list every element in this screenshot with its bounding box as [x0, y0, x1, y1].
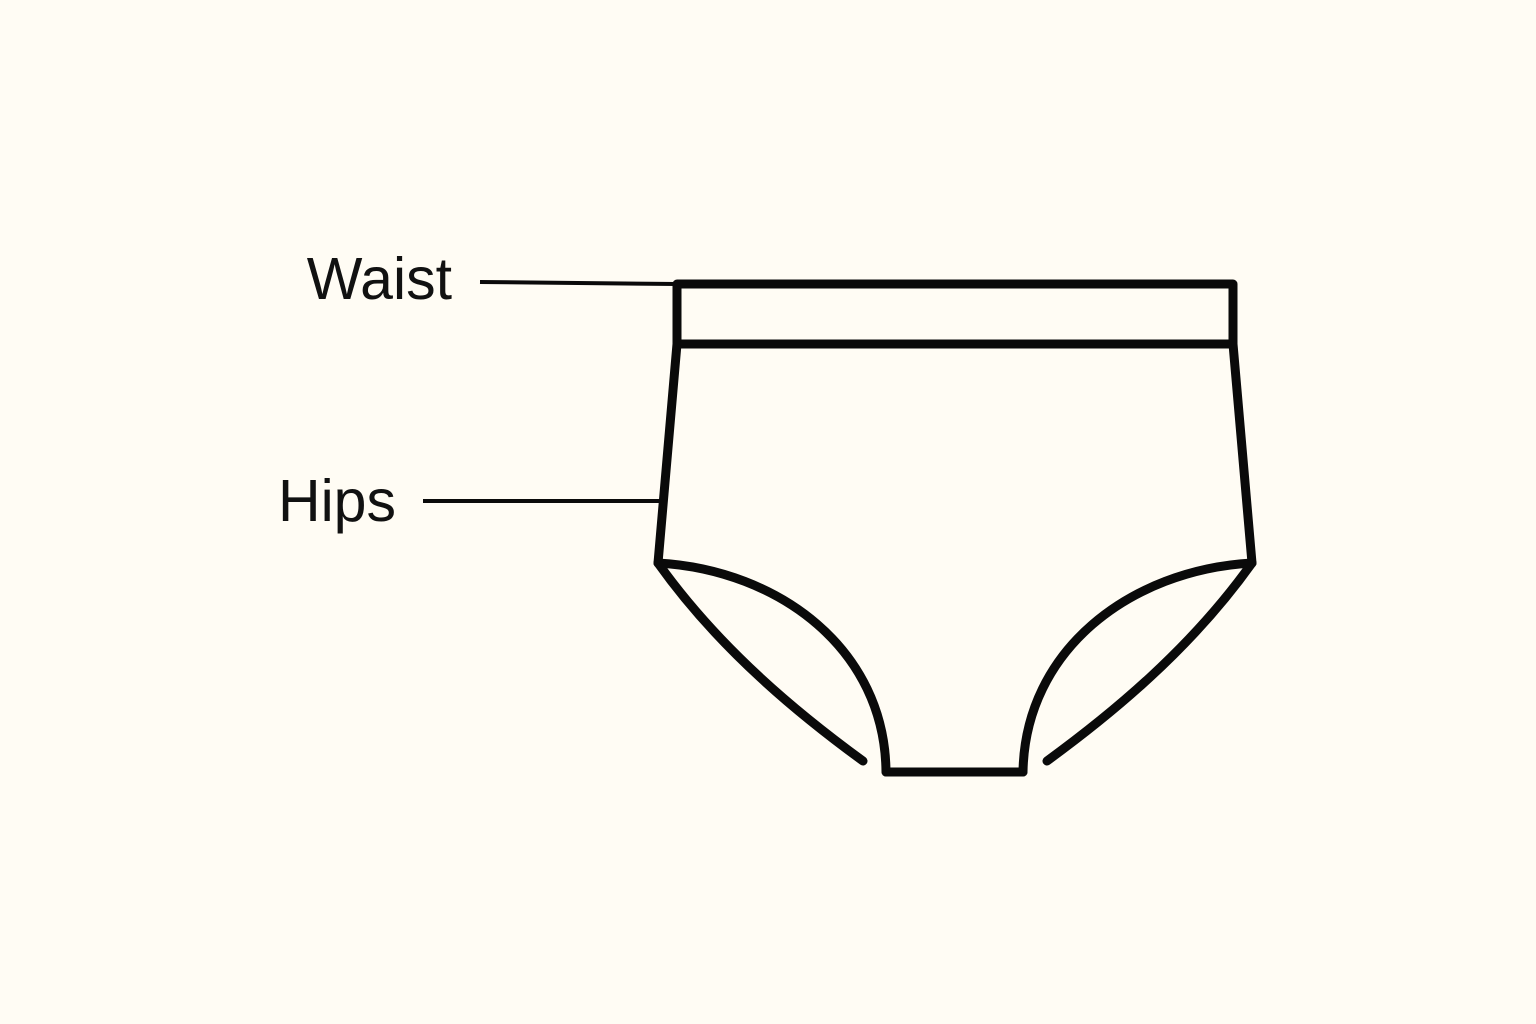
left-side-seam	[653, 339, 682, 568]
waist-label: Waist	[307, 246, 452, 312]
right-leg-opening-outer	[1042, 558, 1257, 766]
briefs-outline	[653, 279, 1257, 777]
left-leg-opening-outer	[653, 558, 868, 766]
waist-leader-line	[479, 280, 678, 286]
hips-label: Hips	[278, 468, 396, 534]
waistband	[672, 279, 1238, 349]
left-leg-opening-inner	[653, 558, 891, 777]
right-leg-opening-inner	[1018, 558, 1257, 777]
right-side-seam	[1228, 339, 1257, 568]
